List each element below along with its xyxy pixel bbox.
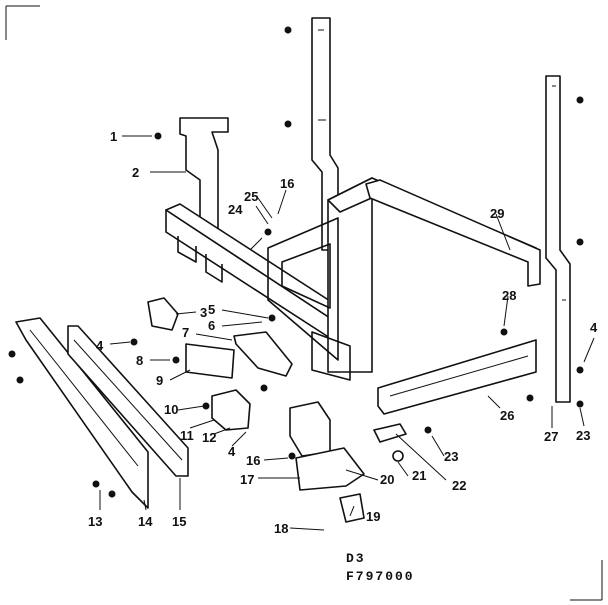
screw <box>92 480 100 488</box>
motor-bracket-part <box>289 401 365 523</box>
caption-line-2: F797000 <box>346 569 415 584</box>
callout-label: 17 <box>240 472 254 487</box>
callout-label: 7 <box>182 325 189 340</box>
callout-label: 9 <box>156 373 163 388</box>
screw <box>576 366 584 374</box>
screw <box>288 452 296 460</box>
screw <box>576 238 584 246</box>
callout-label: 29 <box>490 206 504 221</box>
callout-label: 26 <box>500 408 514 423</box>
callout-label: 27 <box>544 429 558 444</box>
callout-label: 18 <box>274 521 288 536</box>
screws <box>8 26 584 498</box>
screw <box>576 96 584 104</box>
callout-label: 4 <box>96 338 104 353</box>
caption-line-1: D3 <box>346 551 366 566</box>
callout-label: 19 <box>366 509 380 524</box>
screw <box>154 132 162 140</box>
left-angle-rail-part <box>15 317 149 509</box>
callout-label: 1 <box>110 129 117 144</box>
diagram-caption: D3 F797000 <box>346 551 415 584</box>
callout-label: 22 <box>452 478 466 493</box>
screw <box>576 400 584 408</box>
callout-label: 11 <box>180 428 194 443</box>
screw <box>108 490 116 498</box>
callout-label: 23 <box>576 428 590 443</box>
left-channel-part <box>67 325 189 477</box>
callout-label: 14 <box>138 514 153 529</box>
screw <box>264 228 272 236</box>
right-strut-part <box>545 75 571 403</box>
callout-label: 3 <box>200 305 207 320</box>
callout-label: 16 <box>280 176 294 191</box>
right-rail-part <box>365 179 541 287</box>
callout-label: 28 <box>502 288 516 303</box>
switch-assembly-part <box>211 389 251 431</box>
callout-label: 8 <box>136 353 143 368</box>
screw <box>268 314 276 322</box>
bottom-rail-part <box>377 339 537 415</box>
screw <box>424 426 432 434</box>
latch-bracket-part <box>147 297 293 379</box>
callout-label: 23 <box>444 449 458 464</box>
callout-label: 20 <box>380 472 394 487</box>
screw <box>8 350 16 358</box>
leader-lines <box>99 135 595 531</box>
screw <box>284 120 292 128</box>
callout-label: 21 <box>412 468 426 483</box>
screw <box>500 328 508 336</box>
callout-label: 15 <box>172 514 186 529</box>
callout-label: 13 <box>88 514 102 529</box>
callout-label: 10 <box>164 402 178 417</box>
callout-label: 25 <box>244 189 258 204</box>
screw <box>172 356 180 364</box>
callout-labels: 1 2 3 4 5 6 7 8 9 10 11 12 4 13 14 15 16… <box>88 129 598 536</box>
callout-label: 5 <box>208 302 215 317</box>
screw <box>260 384 268 392</box>
callout-label: 2 <box>132 165 139 180</box>
corner-marks <box>5 5 603 601</box>
front-cross-rail-part <box>165 203 345 339</box>
callout-label: 16 <box>246 453 260 468</box>
small-bracket-part <box>373 423 407 462</box>
callout-label: 6 <box>208 318 215 333</box>
callout-label: 24 <box>228 202 243 217</box>
callout-label: 4 <box>590 320 598 335</box>
screw <box>130 338 138 346</box>
callout-label: 12 <box>202 430 216 445</box>
screw <box>284 26 292 34</box>
screw <box>526 394 534 402</box>
screw <box>16 376 24 384</box>
callout-label: 4 <box>228 444 236 459</box>
